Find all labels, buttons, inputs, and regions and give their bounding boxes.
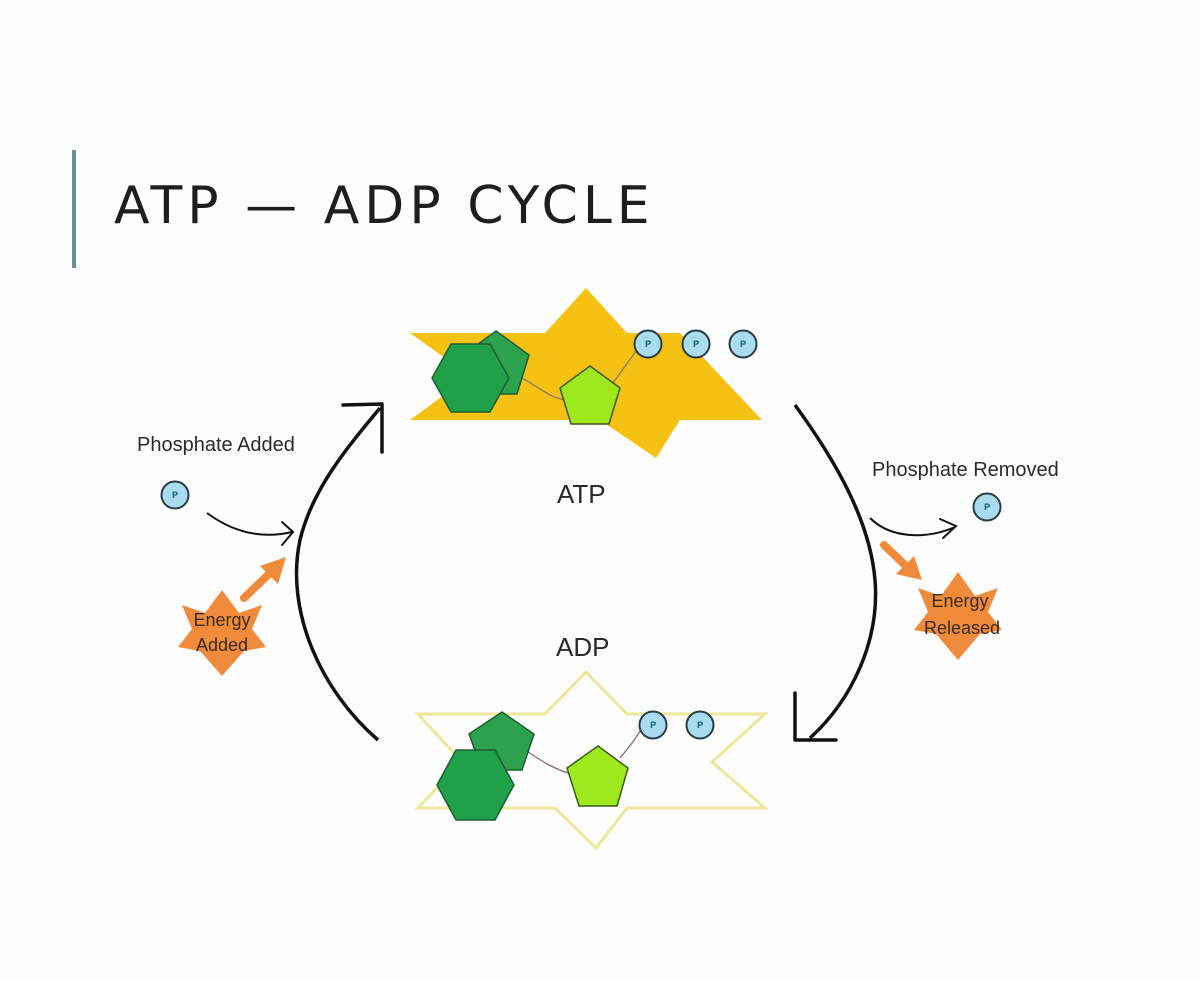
- energy-added-text-line2: Added: [196, 635, 248, 655]
- title-accent-bar: [72, 150, 76, 268]
- adp-ribose-pentagon: [566, 745, 629, 807]
- adp-ribose-bond: [521, 747, 573, 775]
- adp-molecule: P P: [414, 669, 770, 851]
- atp-phosphate-2-symbol: P: [693, 340, 700, 350]
- energy-released-text-line1: Energy: [931, 591, 988, 611]
- adp-phosphate-2-symbol: P: [697, 721, 704, 731]
- energy-added-burst: [178, 590, 266, 676]
- phosphate-removed-arrow: [869, 517, 956, 537]
- atp-molecule: P P P: [410, 288, 762, 458]
- atp-phosphate-1-symbol: P: [645, 340, 652, 350]
- adp-adenine-hexagon: [436, 749, 515, 821]
- phosphate-removed-arrowhead: [939, 518, 958, 539]
- atp-ribose-pentagon: [559, 365, 621, 425]
- phosphate-added-label: Phosphate Added: [137, 434, 295, 456]
- atp-phosphate-2: P: [681, 329, 711, 359]
- left-cycle-arrow: [294, 406, 382, 742]
- atp-phosphate-1: P: [633, 329, 663, 359]
- energy-added-text-line1: Energy: [193, 610, 250, 630]
- slide-title: ATP — ADP CYCLE: [114, 176, 655, 236]
- energy-released-text-line2: Released: [924, 618, 1000, 638]
- energy-released-arrow: [880, 541, 922, 580]
- added-phosphate-symbol: P: [172, 491, 179, 501]
- left-cycle-arrowhead: [341, 402, 384, 454]
- phosphate-added-arrowhead: [281, 521, 295, 546]
- adp-phosphate-1-symbol: P: [650, 721, 657, 731]
- right-cycle-arrow: [793, 403, 878, 740]
- adp-label: ADP: [556, 632, 609, 662]
- atp-label: ATP: [557, 479, 606, 509]
- energy-added-arrow: [240, 557, 286, 602]
- energy-released-burst: [914, 572, 1002, 660]
- adp-phosphate-1: P: [638, 710, 668, 740]
- phosphate-removed-label: Phosphate Removed: [872, 459, 1059, 481]
- phosphate-added-arrow: [206, 512, 293, 536]
- added-phosphate: P: [160, 480, 190, 510]
- adp-backdrop: [414, 669, 770, 851]
- atp-phosphate-3: P: [728, 329, 758, 359]
- adp-phosphate-2: P: [685, 710, 715, 740]
- atp-adenine-hexagon: [431, 343, 510, 413]
- atp-ribose-bond: [521, 377, 567, 401]
- removed-phosphate-symbol: P: [984, 503, 991, 513]
- right-cycle-arrowhead: [793, 691, 838, 742]
- removed-phosphate: P: [972, 492, 1002, 522]
- atp-phosphate-3-symbol: P: [740, 340, 747, 350]
